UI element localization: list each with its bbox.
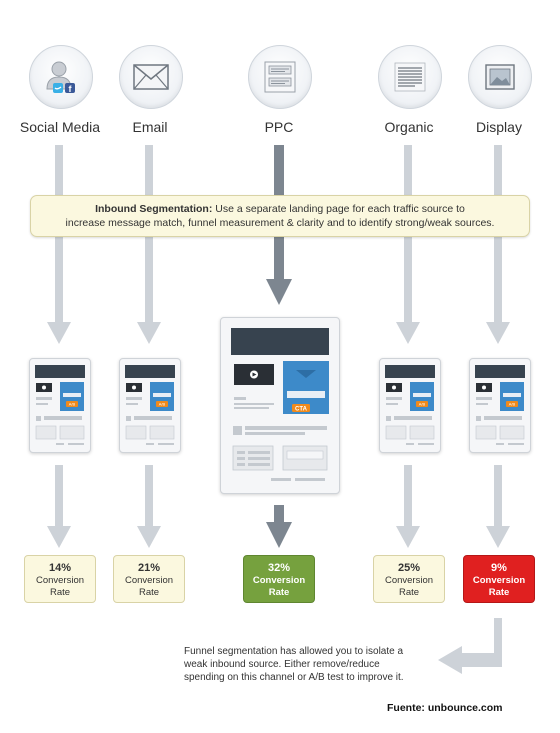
note-line: spending on this channel or A/B test to … xyxy=(184,672,404,683)
arrow-to-result-email xyxy=(137,465,161,548)
arrow-to-page-social-media xyxy=(47,145,71,344)
result-label: Rate xyxy=(268,587,290,598)
result-organic: 25% Conversion Rate xyxy=(373,555,445,603)
ab-label: A/B xyxy=(69,402,76,407)
ab-label: A/B xyxy=(159,402,166,407)
landing-page-email: A/B xyxy=(119,358,181,453)
result-label: Rate xyxy=(488,587,510,598)
arrow-to-page-organic xyxy=(396,145,420,344)
result-label: Conversion xyxy=(472,575,526,586)
result-label: Conversion xyxy=(124,575,174,586)
arrow-to-page-email xyxy=(137,145,161,344)
source-label-ppc: PPC xyxy=(264,119,294,135)
result-label: Conversion xyxy=(252,575,306,586)
result-ppc: 32% Conversion Rate xyxy=(243,555,315,603)
result-percent: 9% xyxy=(491,562,507,574)
arrow-to-result-ppc xyxy=(266,505,292,548)
result-label: Rate xyxy=(138,587,160,598)
source-label-email: Email xyxy=(132,119,168,135)
text-document-icon xyxy=(378,45,442,109)
segmentation-line1: Use a separate landing page for each tra… xyxy=(212,203,465,215)
result-label: Conversion xyxy=(35,575,85,586)
source-credit: Fuente: unbounce.com xyxy=(387,702,503,714)
source-label-social-media: Social Media xyxy=(19,119,101,135)
result-social-media: 14% Conversion Rate xyxy=(24,555,96,603)
arrow-to-note xyxy=(438,618,502,674)
result-percent: 14% xyxy=(48,562,72,574)
ab-label: A/B xyxy=(419,402,426,407)
result-percent: 21% xyxy=(137,562,161,574)
result-percent: 32% xyxy=(267,562,291,574)
social-user-icon: f xyxy=(29,45,93,109)
arrow-to-result-display xyxy=(486,465,510,548)
landing-page-social-media: A/B xyxy=(29,358,91,453)
arrow-to-result-organic xyxy=(396,465,420,548)
svg-text:f: f xyxy=(69,84,73,94)
envelope-icon xyxy=(119,45,183,109)
result-label: Conversion xyxy=(384,575,434,586)
segmentation-callout: Inbound Segmentation: Use a separate lan… xyxy=(30,195,530,237)
result-email: 21% Conversion Rate xyxy=(113,555,185,603)
cta-label: CTA xyxy=(295,407,308,413)
segmentation-note: Funnel segmentation has allowed you to i… xyxy=(184,645,454,684)
ab-label: A/B xyxy=(509,402,516,407)
result-label: Rate xyxy=(49,587,71,598)
result-display: 9% Conversion Rate xyxy=(463,555,535,603)
result-percent: 25% xyxy=(397,562,421,574)
landing-page-organic: A/B xyxy=(379,358,441,453)
note-line: Funnel segmentation has allowed you to i… xyxy=(184,646,404,657)
landing-page-display: A/B xyxy=(469,358,531,453)
landing-page-ppc: CTA xyxy=(220,317,340,494)
segmentation-line2: increase message match, funnel measureme… xyxy=(65,217,495,229)
ad-document-icon xyxy=(248,45,312,109)
arrow-to-result-social-media xyxy=(47,465,71,548)
segmentation-title: Inbound Segmentation: xyxy=(95,203,213,215)
image-frame-icon xyxy=(468,45,532,109)
note-line: weak inbound source. Either remove/reduc… xyxy=(184,659,380,670)
source-label-organic: Organic xyxy=(384,119,434,135)
source-label-display: Display xyxy=(476,119,522,135)
arrow-to-page-display xyxy=(486,145,510,344)
result-label: Rate xyxy=(398,587,420,598)
